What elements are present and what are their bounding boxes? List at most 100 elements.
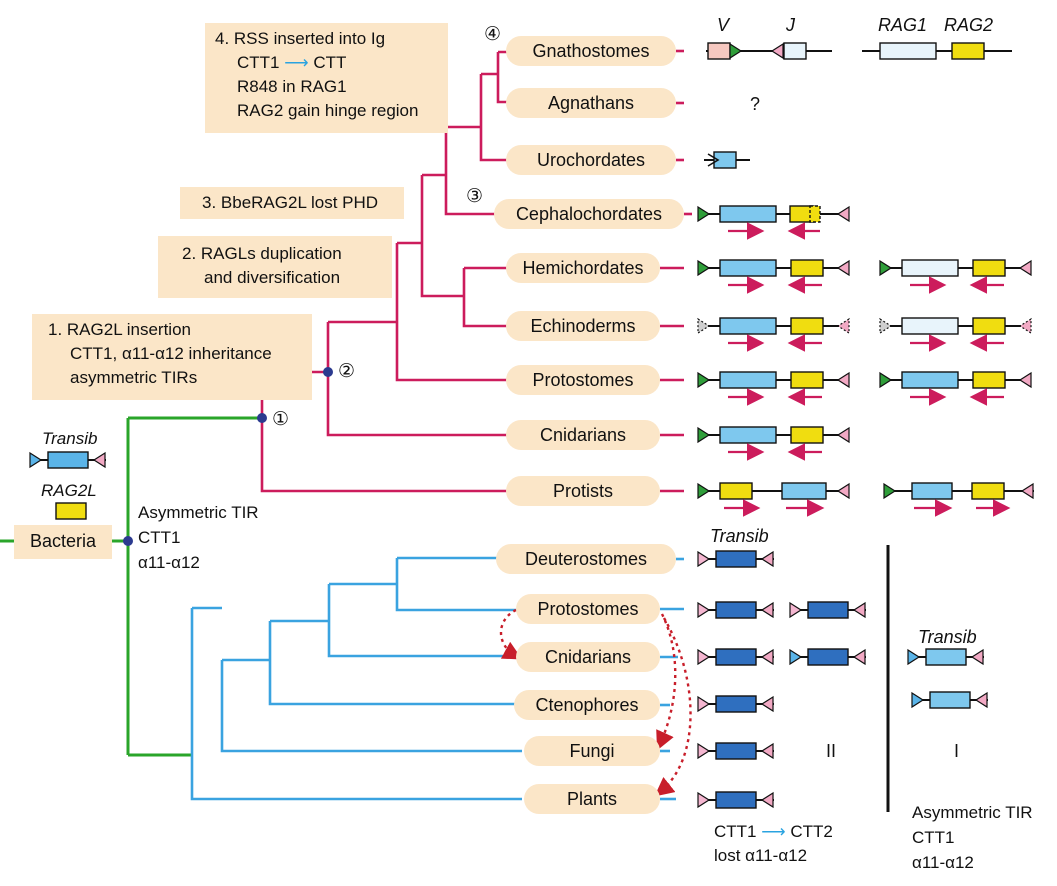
v-segment-box: [707, 42, 731, 60]
tir-left-icon: [697, 259, 711, 277]
rag1l-gene-box: [719, 371, 777, 389]
transib-tree-branches: [190, 556, 522, 801]
step3-title: 3. BbeRAG2L lost PHD: [202, 193, 379, 212]
tir-right-icon: [1020, 482, 1034, 500]
gene-label-rag2: RAG2: [944, 15, 994, 35]
group-ii-lost: lost α11-α12: [714, 846, 808, 865]
transib-gene-box: [715, 742, 757, 760]
rag2l-gene-box: [790, 259, 824, 277]
node-1: [257, 413, 267, 423]
gene-label-v: V: [717, 15, 730, 35]
transib-tir-right-icon: [970, 648, 984, 666]
rag1l-gene-box: [719, 317, 777, 335]
taxon-urochordates: Urochordates: [506, 145, 676, 175]
group-ii-label: II: [826, 741, 837, 761]
tir-left-icon: [697, 205, 711, 223]
tir-left-icon: [697, 482, 711, 500]
group-i-tir: Asymmetric TIR: [912, 803, 1033, 822]
gene-label-transib-group2: Transib: [710, 526, 769, 546]
rag1l-gene-box: [901, 317, 959, 335]
transib-tir-left-icon: [907, 648, 921, 666]
rag2l-gene-box: [719, 482, 753, 500]
taxon-cephalochordates: Cephalochordates: [494, 199, 684, 229]
transib-tir-right-icon: [760, 550, 774, 568]
transib-gene-box: [925, 648, 967, 666]
tir-right-icon: [1018, 371, 1032, 389]
step4-box: 4. RSS inserted into Ig CTT1 ⟶ CTT R848 …: [205, 23, 448, 133]
rss-pink-icon: [770, 42, 784, 60]
rag1l-gene-box: [719, 426, 777, 444]
transib-tir-right-icon: [760, 695, 774, 713]
transib-tir-right-icon: [852, 648, 866, 666]
transib-tir-left-icon: [29, 451, 43, 469]
tir-right-icon: [1018, 317, 1032, 335]
root-annotation-alpha: α11-α12: [138, 553, 200, 572]
step4-ctt-line: CTT1 ⟶ CTT: [215, 51, 438, 75]
taxon-fungi: Fungi: [524, 736, 660, 766]
tir-right-icon: [836, 371, 850, 389]
gene-label-rag1: RAG1: [878, 15, 928, 35]
group-i-alpha: α11-α12: [912, 853, 974, 872]
legend-rag2l-label: RAG2L: [41, 481, 97, 500]
gene-label-j: J: [786, 15, 795, 35]
tir-left-icon: [697, 371, 711, 389]
group-i-note: Asymmetric TIR CTT1 α11-α12: [912, 800, 1033, 875]
rss-green-icon: [729, 42, 743, 60]
rag2-gene-box: [951, 42, 985, 60]
tir-right-icon: [836, 317, 850, 335]
root-bacteria-box: Bacteria: [14, 525, 112, 559]
gene-structures: [29, 42, 1034, 809]
taxon-agnathans: Agnathans: [506, 88, 676, 118]
taxon-protostomes-transib: Protostomes: [516, 594, 660, 624]
rag2l-gene-box: [972, 317, 1006, 335]
step3-box: 3. BbeRAG2L lost PHD: [180, 187, 404, 219]
transib-tir-right-icon: [760, 601, 774, 619]
root-annotation: Asymmetric TIR CTT1 α11-α12: [138, 500, 259, 575]
step2-line1: 2. RAGLs duplication: [182, 244, 342, 263]
root-annotation-tir: Asymmetric TIR: [138, 503, 259, 522]
j-segment-box: [783, 42, 807, 60]
root-annotation-ctt: CTT1: [138, 528, 181, 547]
transib-tir-right-icon: [760, 742, 774, 760]
rag1l-fragment-box: [713, 151, 737, 169]
tir-left-icon: [879, 371, 893, 389]
rag-tip-ticks: [660, 49, 692, 493]
transib-tir-right-icon: [760, 648, 774, 666]
transib-gene-box: [715, 601, 757, 619]
group-ii-note: CTT1 ⟶ CTT2 lost α11-α12: [714, 820, 833, 868]
rag1l-gene-box: [901, 371, 959, 389]
rag1l-gene-box: [911, 482, 953, 500]
transib-tir-right-icon: [852, 601, 866, 619]
rag2l-gene-box: [790, 317, 824, 335]
root-branches: [0, 416, 262, 757]
step1-box: 1. RAG2L insertion CTT1, α11-α12 inherit…: [32, 314, 312, 400]
group-ii-ctt-from: CTT1: [714, 822, 757, 841]
rag1l-gene-box: [719, 259, 777, 277]
step4-r848: R848 in RAG1: [237, 77, 347, 96]
transib-gene-box: [807, 648, 849, 666]
step4-ctt-from: CTT1: [237, 53, 280, 72]
rag2l-gene-box: [790, 371, 824, 389]
tir-right-icon: [836, 482, 850, 500]
taxon-echinoderms: Echinoderms: [506, 311, 660, 341]
rag2l-gene-box: [790, 426, 824, 444]
tir-left-icon: [879, 259, 893, 277]
transib-tir-left-icon: [911, 691, 925, 709]
horizontal-transfer-arrows: [499, 608, 692, 797]
transib-tir-left-icon: [697, 791, 711, 809]
group-i-ctt: CTT1: [912, 828, 955, 847]
blue-arrow-icon: ⟶: [761, 822, 786, 841]
step2-line2: and diversification: [204, 268, 341, 287]
taxon-cnidarians-transib: Cnidarians: [516, 642, 660, 672]
group-i-label: I: [954, 741, 960, 761]
transib-tir-left-icon: [697, 742, 711, 760]
taxon-deuterostomes: Deuterostomes: [496, 544, 676, 574]
tir-left-icon: [697, 426, 711, 444]
taxon-hemichordates: Hemichordates: [506, 253, 660, 283]
node-label-1: ①: [272, 409, 290, 430]
node-label-4: ④: [484, 24, 502, 45]
node-2: [323, 367, 333, 377]
taxon-protists: Protists: [506, 476, 660, 506]
transib-tir-left-icon: [697, 695, 711, 713]
